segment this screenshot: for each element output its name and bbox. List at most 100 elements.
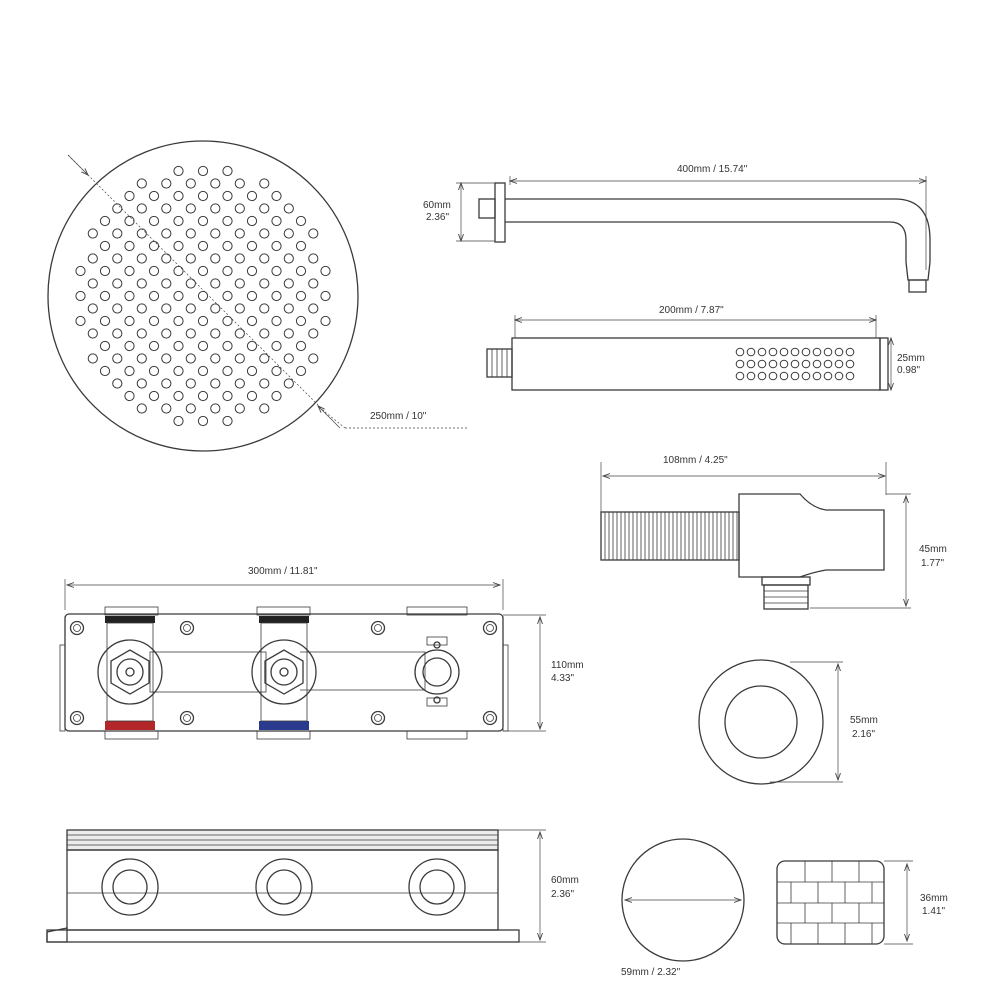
nozzle — [210, 203, 221, 214]
nozzle — [173, 340, 184, 352]
hot-inlet-port — [105, 721, 155, 730]
nozzle — [185, 353, 196, 364]
elbow-length-label: 108mm / 4.25" — [663, 455, 728, 466]
nozzle — [295, 340, 307, 352]
nozzle — [161, 178, 172, 189]
nozzle — [295, 315, 307, 327]
nozzle — [173, 215, 184, 227]
valve-outlet-port — [414, 636, 460, 707]
handle-knob-side: 36mm 1.41" — [776, 860, 948, 945]
arm-length-label: 400mm / 15.74" — [677, 164, 748, 175]
nozzle — [161, 253, 172, 264]
nozzle — [246, 315, 258, 327]
nozzle — [234, 303, 245, 314]
screw — [482, 620, 498, 636]
nozzle — [124, 315, 135, 327]
nozzle — [75, 290, 86, 302]
wall-elbow: 108mm / 4.25" 45mm 1.77" — [600, 455, 947, 610]
nozzle — [746, 359, 756, 369]
knob-diameter-label: 59mm / 2.32" — [621, 967, 681, 978]
nozzle — [136, 203, 147, 214]
nozzle — [210, 303, 221, 314]
nozzle — [308, 353, 319, 364]
hand-shower-thread — [491, 349, 508, 377]
box-port-right — [408, 858, 466, 916]
nozzle — [161, 328, 172, 339]
knurled-grip-pattern — [777, 861, 884, 944]
nozzle — [283, 303, 294, 314]
nozzle — [812, 371, 822, 381]
nozzle — [801, 359, 811, 369]
nozzle — [87, 278, 98, 289]
nozzle — [124, 390, 135, 402]
nozzle — [246, 190, 258, 202]
nozzle — [148, 215, 160, 227]
nozzle — [234, 253, 245, 264]
box-height-mm-label: 60mm — [551, 875, 579, 886]
rain-shower-head: 250mm / 10" — [47, 140, 467, 452]
nozzle — [124, 215, 135, 227]
nozzle — [246, 265, 258, 277]
nozzle — [161, 378, 172, 389]
nozzle — [112, 278, 123, 289]
nozzle — [136, 253, 147, 264]
screw-head — [374, 624, 382, 632]
nozzle — [148, 190, 160, 202]
nozzle — [124, 190, 135, 202]
nozzle — [185, 203, 196, 214]
nozzle — [124, 240, 135, 252]
nozzle — [295, 290, 307, 302]
box-port-middle — [255, 858, 313, 916]
nozzle — [87, 328, 98, 339]
nozzle — [271, 365, 282, 377]
nozzle — [99, 240, 111, 252]
nozzle — [295, 215, 307, 227]
nozzle — [148, 390, 160, 402]
nozzle — [87, 353, 98, 364]
nozzle — [845, 347, 855, 357]
nozzle — [222, 340, 233, 352]
nozzle — [246, 240, 258, 252]
nozzle — [197, 415, 209, 427]
nozzle — [246, 365, 258, 377]
outlet-port-black-left — [105, 616, 155, 623]
nozzle — [834, 371, 844, 381]
nozzle — [222, 315, 233, 327]
nozzle — [271, 215, 282, 227]
nozzle — [234, 353, 245, 364]
nozzle — [197, 265, 209, 277]
nozzle — [173, 265, 184, 277]
nozzle — [259, 378, 270, 389]
valve-box-side: 60mm 2.36" — [46, 829, 579, 943]
nozzle — [87, 253, 98, 264]
nozzle — [148, 340, 160, 352]
nozzle — [210, 328, 221, 339]
nozzle — [222, 290, 233, 302]
screw — [179, 710, 195, 726]
diverter-valve-front: 300mm / 11.81" 110mm 4.33" — [59, 566, 584, 740]
nozzle — [222, 415, 233, 427]
nozzle — [136, 403, 147, 414]
nozzle — [259, 253, 270, 264]
nozzle — [320, 265, 331, 277]
nozzle — [757, 347, 767, 357]
nozzle — [185, 253, 196, 264]
nozzle — [99, 340, 111, 352]
nozzle — [246, 390, 258, 402]
nozzle — [234, 378, 245, 389]
nozzle — [136, 278, 147, 289]
screw-head — [73, 714, 81, 722]
nozzle — [234, 228, 245, 239]
nozzle — [173, 365, 184, 377]
nozzle — [271, 240, 282, 252]
nozzle — [124, 365, 135, 377]
elbow-height-mm-label: 45mm — [919, 544, 947, 555]
screw — [179, 620, 195, 636]
nozzle — [823, 371, 833, 381]
nozzle — [148, 265, 160, 277]
nozzle — [283, 278, 294, 289]
flange-diameter-mm-label: 55mm — [850, 715, 878, 726]
nozzle — [222, 365, 233, 377]
nozzle — [210, 378, 221, 389]
nozzle — [790, 359, 800, 369]
